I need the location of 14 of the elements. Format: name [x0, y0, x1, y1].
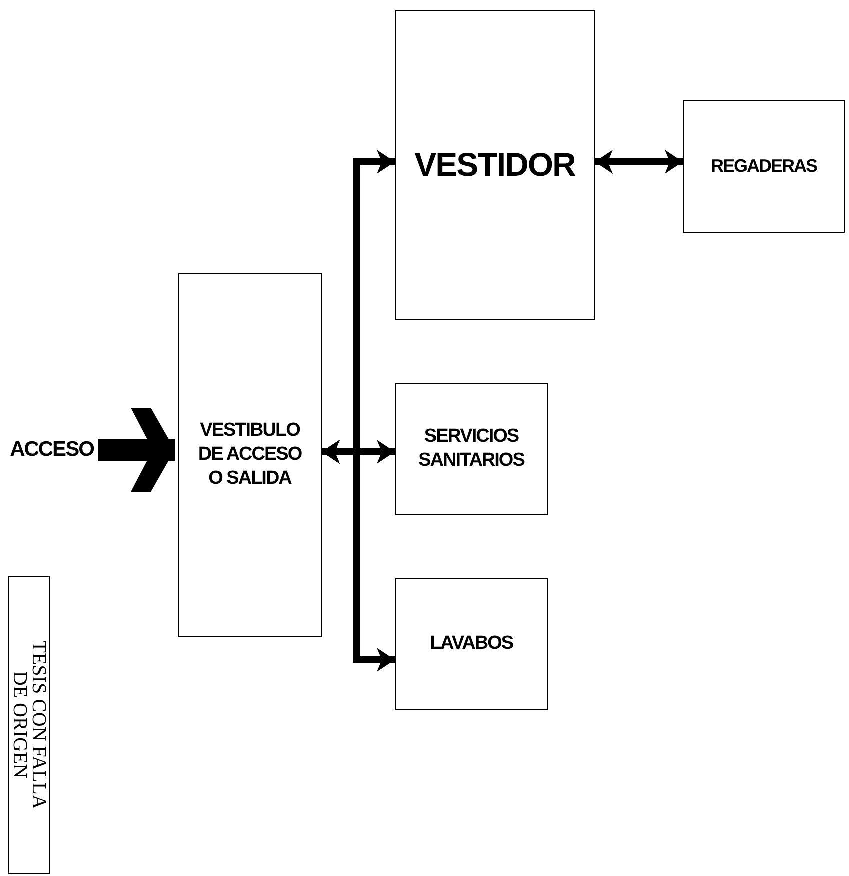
area-box	[395, 10, 595, 320]
stamp-text: TESIS CON FALLA DE ORIGEN	[10, 640, 48, 812]
area-label: VESTIDOR	[414, 145, 576, 186]
area-box	[395, 578, 548, 710]
area-box	[395, 383, 548, 515]
stamp-box	[8, 576, 50, 874]
area-label: SERVICIOS SANITARIOS	[418, 425, 526, 473]
arrow	[595, 150, 683, 174]
area-box	[178, 273, 322, 637]
area-box	[683, 100, 845, 233]
area-label: REGADERAS	[710, 155, 817, 178]
entry-label: ACCESO	[10, 436, 94, 463]
area-label: LAVABOS	[430, 632, 514, 656]
area-label: VESTIBULO DE ACCESO O SALIDA	[197, 419, 303, 491]
